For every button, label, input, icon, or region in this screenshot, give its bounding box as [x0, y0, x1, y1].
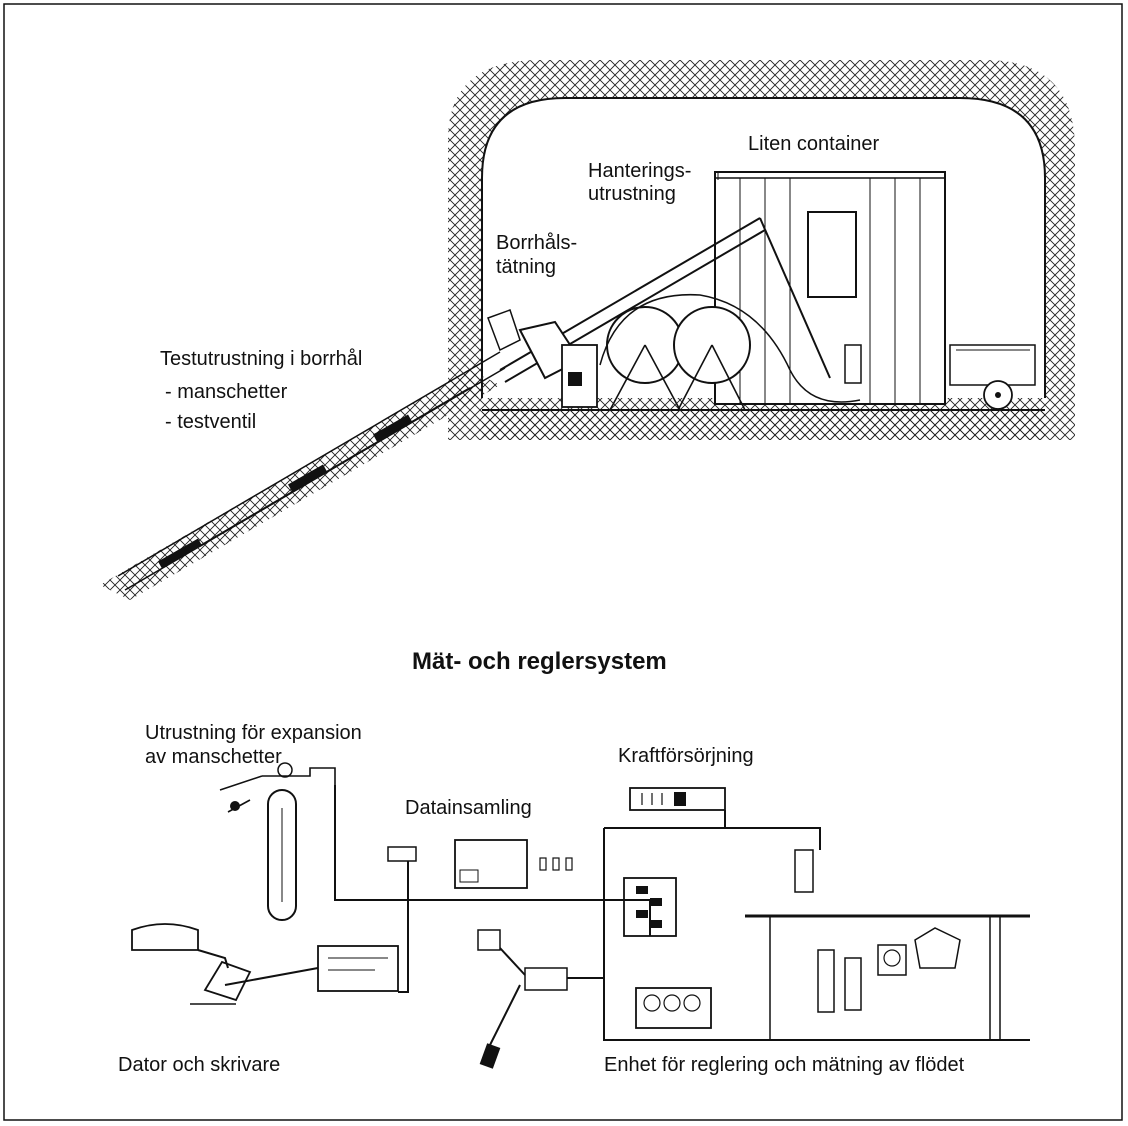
label-seal-2: tätning — [496, 256, 556, 279]
label-handling-2: utrustning — [588, 183, 676, 206]
computer-printer — [132, 924, 398, 1004]
label-expansion-1: Utrustning för expansion — [145, 722, 362, 745]
label-flow: Enhet för reglering och mätning av flöde… — [604, 1054, 964, 1077]
power-supply — [630, 788, 725, 810]
expansion-equipment — [220, 763, 335, 920]
label-power: Kraftförsörjning — [618, 745, 754, 768]
label-expansion-2: av manschetter — [145, 746, 282, 769]
borehole — [100, 352, 505, 600]
label-data: Datainsamling — [405, 797, 532, 820]
label-computer: Dator och skrivare — [118, 1054, 280, 1077]
label-container: Liten container — [748, 133, 879, 156]
flow-control-unit — [478, 850, 1030, 1069]
label-test-3: - testventil — [165, 411, 256, 434]
label-seal-1: Borrhåls- — [496, 232, 577, 255]
section-title: Mät- och reglersystem — [412, 648, 667, 676]
label-test-2: - manschetter — [165, 381, 287, 404]
container — [715, 172, 945, 404]
label-handling-1: Hanterings- — [588, 160, 691, 183]
data-acquisition — [388, 840, 572, 888]
label-test-1: Testutrustning i borrhål — [160, 348, 362, 371]
